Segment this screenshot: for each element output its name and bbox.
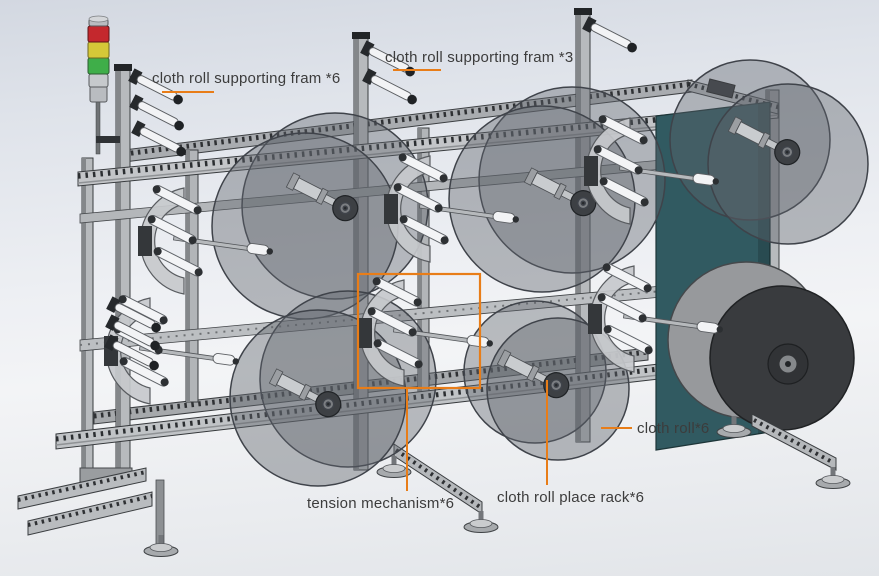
tower-yellow-light bbox=[87, 41, 110, 59]
cloth-roll bbox=[211, 112, 429, 320]
post-signal bbox=[114, 64, 132, 481]
signal-tower bbox=[87, 15, 120, 155]
label-cloth-roll-6: cloth roll*6 bbox=[637, 420, 710, 437]
cloth-roll bbox=[463, 300, 630, 461]
cloth-roll bbox=[229, 290, 437, 487]
annotation-marks bbox=[162, 69, 632, 491]
base-frame bbox=[17, 443, 499, 557]
cloth-roll bbox=[669, 59, 869, 245]
post-right bbox=[574, 8, 592, 443]
cloth-rolls bbox=[211, 59, 869, 487]
label-tension-mechanism-6: tension mechanism*6 bbox=[307, 495, 455, 512]
cloth-roll bbox=[448, 86, 666, 293]
tower-red-light bbox=[87, 25, 110, 43]
label-cloth-roll-place-rack-6: cloth roll place rack*6 bbox=[497, 489, 645, 506]
tower-green-light bbox=[87, 57, 110, 75]
label-supporting-fram-6: cloth roll supporting fram *6 bbox=[152, 70, 341, 87]
cloth-roll-dark bbox=[667, 261, 855, 431]
highlight-box bbox=[356, 272, 482, 390]
right-leg bbox=[716, 413, 851, 489]
label-supporting-fram-3: cloth roll supporting fram *3 bbox=[385, 49, 574, 66]
